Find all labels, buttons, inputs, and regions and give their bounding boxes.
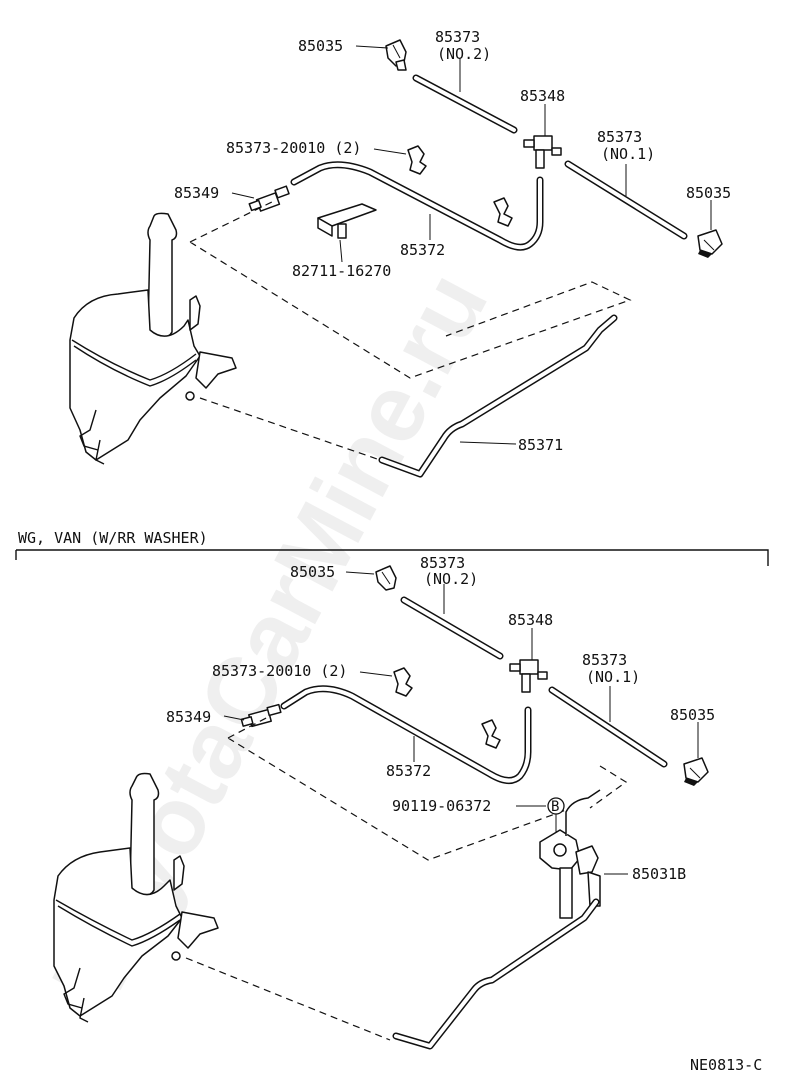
washer-tank-top[interactable] (69, 212, 237, 465)
label-joint: 85348 (520, 87, 565, 105)
label-nozzle-left-bottom: 85035 (290, 563, 335, 581)
label-hose-no2: 85373 (435, 28, 480, 46)
label-clamp-bottom: 85373-20010 (2) (212, 662, 347, 680)
label-hose-no2-bottom: 85373 (420, 554, 465, 572)
label-hose-main-bottom: 85372 (386, 762, 431, 780)
label-cover: 82711-16270 (292, 262, 391, 280)
section-bracket (15, 549, 769, 566)
label-hose-no1: 85373 (597, 128, 642, 146)
joint-part-bottom[interactable] (509, 659, 548, 693)
label-nozzle-left: 85035 (298, 37, 343, 55)
bottom-assembly: 85035 85373 (NO.2) 85348 85373 (NO.1) 85… (53, 554, 715, 1050)
clamp-part-bottom-1[interactable] (393, 667, 413, 697)
label-valve: 85031B (632, 865, 686, 883)
nozzle-left-part[interactable] (385, 39, 407, 71)
washer-tank-bottom[interactable] (53, 772, 219, 1023)
nozzle-left-part-bottom[interactable] (375, 565, 397, 591)
label-hose-no2-sub-bottom: (NO.2) (424, 570, 478, 588)
label-hose-no1-sub-bottom: (NO.1) (586, 668, 640, 686)
label-hose-no2-sub: (NO.2) (437, 45, 491, 63)
label-clamp: 85373-20010 (2) (226, 139, 361, 157)
check-valve-part-bottom[interactable] (240, 703, 282, 728)
clamp-part-bottom-2[interactable] (481, 719, 501, 749)
label-check-valve: 85349 (174, 184, 219, 202)
valve-part[interactable] (539, 789, 601, 919)
label-nozzle-right: 85035 (686, 184, 731, 202)
joint-part[interactable] (523, 135, 562, 169)
svg-text:B: B (551, 799, 559, 815)
label-hose-no1-bottom: 85373 (582, 651, 627, 669)
clamp-part-2[interactable] (493, 197, 513, 227)
drawing-code: NE0813-C (690, 1056, 762, 1074)
bolt-ref-badge: B (547, 797, 565, 815)
hose-long-bottom[interactable] (392, 898, 600, 1050)
clamp-part-1[interactable] (407, 145, 427, 175)
label-hose-no1-sub: (NO.1) (601, 145, 655, 163)
label-joint-bottom: 85348 (508, 611, 553, 629)
dashed-route-top (189, 199, 632, 379)
cover-part[interactable] (317, 203, 377, 239)
label-hose-main: 85372 (400, 241, 445, 259)
nozzle-right-part[interactable] (697, 229, 723, 258)
section-title: WG, VAN (W/RR WASHER) (18, 529, 208, 547)
leader-nozzle-left (355, 45, 389, 49)
nozzle-right-part-bottom[interactable] (683, 757, 709, 786)
label-check-valve-bottom: 85349 (166, 708, 211, 726)
dashed-route-bottom (227, 715, 628, 861)
label-nozzle-right-bottom: 85035 (670, 706, 715, 724)
label-hose-long: 85371 (518, 436, 563, 454)
label-bolt: 90119-06372 (392, 797, 491, 815)
top-assembly: 85035 85373 (NO.2) 85348 85373 (NO.1) 85… (69, 28, 731, 478)
check-valve-part[interactable] (248, 185, 290, 212)
